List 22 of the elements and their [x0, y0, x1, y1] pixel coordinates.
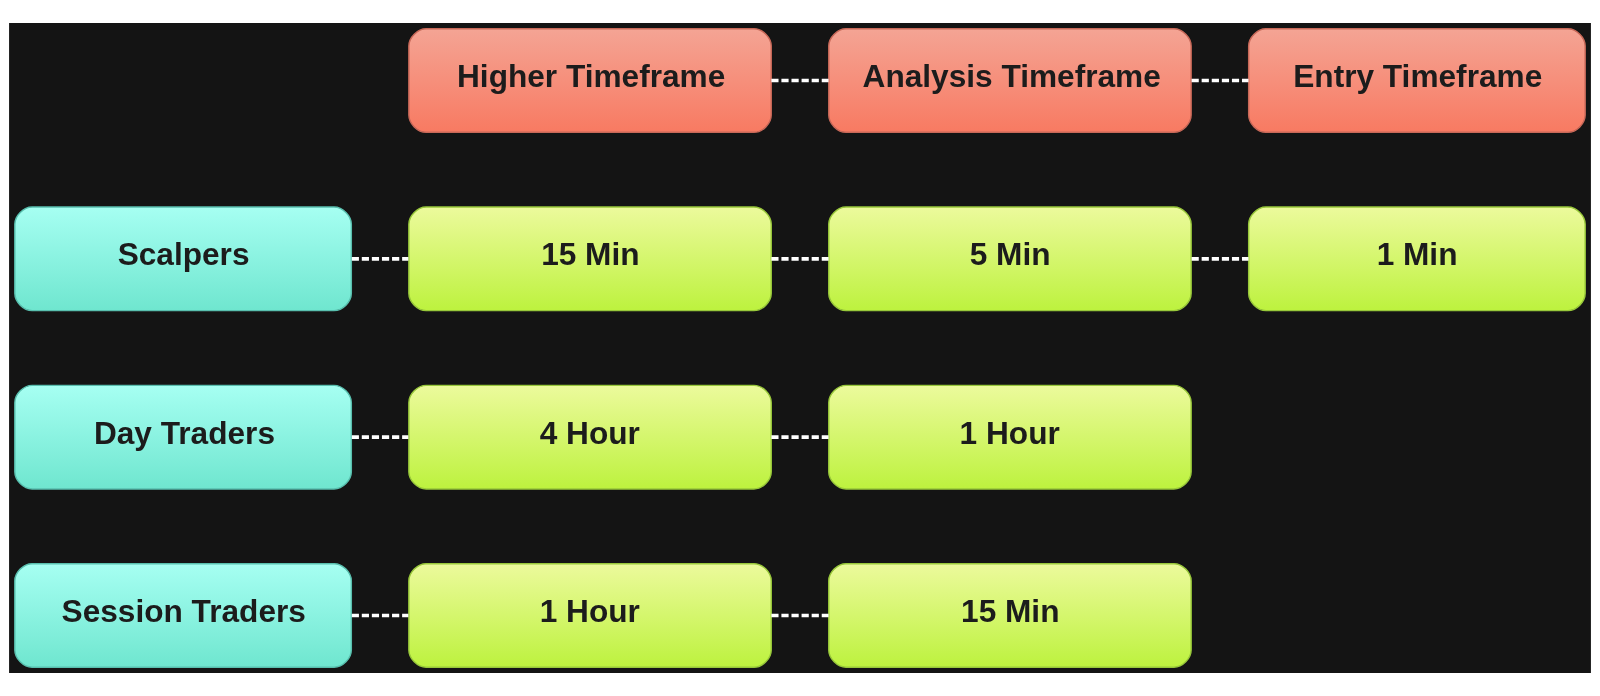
node-box: Day Traders: [14, 384, 353, 490]
connector: [771, 257, 829, 261]
connector: [351, 257, 409, 261]
node-box: Higher Timeframe: [408, 28, 772, 133]
node-box: Entry Timeframe: [1247, 28, 1586, 133]
connector: [351, 613, 409, 618]
connector: [1191, 257, 1249, 261]
node-box: 1 Hour: [828, 384, 1192, 490]
connector: [1191, 78, 1249, 83]
connector: [771, 613, 829, 618]
node-box: 15 Min: [408, 206, 772, 312]
node-box: 1 Hour: [408, 563, 772, 668]
node-box: Scalpers: [14, 206, 353, 312]
node-box: 15 Min: [828, 563, 1192, 668]
node-box: Session Traders: [14, 563, 353, 668]
node-box: 4 Hour: [408, 384, 772, 490]
node-box: 1 Min: [1247, 206, 1586, 312]
connector: [771, 435, 829, 439]
connector: [771, 78, 829, 83]
node-box: 5 Min: [828, 206, 1192, 312]
node-box: Analysis Timeframe: [828, 28, 1192, 133]
connector: [351, 435, 409, 439]
